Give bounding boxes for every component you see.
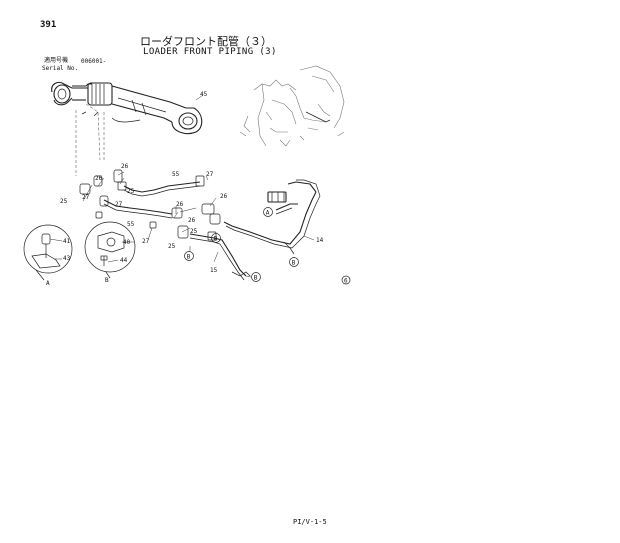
callout-45: 45	[200, 91, 208, 98]
serial-label-en: Serial No.	[42, 65, 79, 72]
callout-41: 41	[63, 238, 71, 245]
callout-26-upper: 26	[121, 163, 129, 170]
callout-25-upper: 25	[127, 188, 135, 195]
callout-27-left: 27	[82, 194, 90, 201]
callout-27-top: 27	[206, 171, 214, 178]
detail-label-b: B	[105, 277, 109, 284]
corner-marker: 6	[341, 275, 351, 285]
detail-label-a: A	[46, 280, 50, 287]
machine-location-sketch	[239, 65, 345, 147]
marker-a-1: A	[263, 207, 273, 217]
callout-26-lower: 26	[188, 217, 196, 224]
callout-43: 43	[63, 255, 71, 262]
callout-26-right: 26	[220, 193, 228, 200]
callout-27-bottom: 27	[142, 238, 150, 245]
callout-25-lower: 25	[168, 243, 176, 250]
page-title-en: LOADER FRONT PIPING (3)	[143, 47, 277, 57]
marker-b-4: B	[251, 272, 261, 282]
serial-label-jp: 適用号機	[44, 57, 69, 64]
svg-text:B: B	[292, 260, 296, 267]
serial-value: 006001-	[81, 58, 107, 65]
callout-27-mid: 27	[115, 201, 123, 208]
callout-55-lower: 55	[127, 221, 135, 228]
callout-44: 44	[120, 257, 128, 264]
callout-25-center: 25	[190, 228, 198, 235]
callout-40: 40	[123, 239, 131, 246]
svg-text:6: 6	[344, 278, 348, 285]
page-number: 391	[40, 20, 57, 30]
callout-14: 14	[316, 237, 324, 244]
hose-assemblies	[79, 169, 321, 281]
page-title-jp: ローダフロント配管（３）	[140, 35, 272, 48]
callout-26-center: 26	[176, 201, 184, 208]
loader-cylinder	[51, 81, 204, 135]
svg-text:A: A	[266, 210, 270, 217]
detail-a-view	[23, 224, 73, 281]
svg-text:B: B	[254, 275, 258, 282]
svg-text:B: B	[214, 236, 218, 243]
marker-b-1: B	[211, 233, 221, 243]
svg-text:B: B	[187, 254, 191, 261]
detail-b-view	[84, 221, 136, 279]
callout-26-left: 26	[95, 175, 103, 182]
marker-b-2: B	[184, 251, 194, 261]
callout-15: 15	[210, 267, 218, 274]
callout-55-upper: 55	[172, 171, 180, 178]
page-footer-code: PI/V-1-5	[293, 518, 327, 526]
callout-25-left: 25	[60, 198, 68, 205]
marker-b-3: B	[289, 257, 299, 267]
